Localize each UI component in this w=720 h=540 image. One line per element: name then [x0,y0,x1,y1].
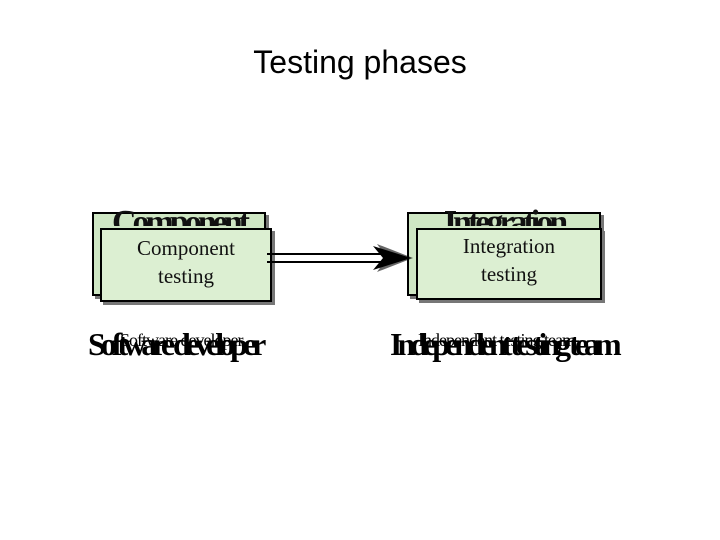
software-developer-caption-overlay: Software developer [120,330,243,350]
integration-testing-box: Integration testing [416,228,602,300]
flow-arrow [267,244,413,272]
integration-testing-ghost-label: Integration [443,204,568,226]
independent-testing-team-caption-overlay: Independent testing team [418,330,576,350]
component-testing-label-line1: Component [137,236,235,260]
slide-title: Testing phases [253,44,467,80]
integration-testing-label-line1: Integration [462,234,556,258]
component-testing-box: Component testing [100,228,272,302]
software-developer-caption: Software developer [88,326,266,362]
integration-testing-label-line2: testing [481,262,537,286]
independent-testing-team-caption: Independent testing team [390,326,622,362]
component-testing-label-line2: testing [158,264,214,288]
component-testing-ghost-label: Component [111,204,250,226]
